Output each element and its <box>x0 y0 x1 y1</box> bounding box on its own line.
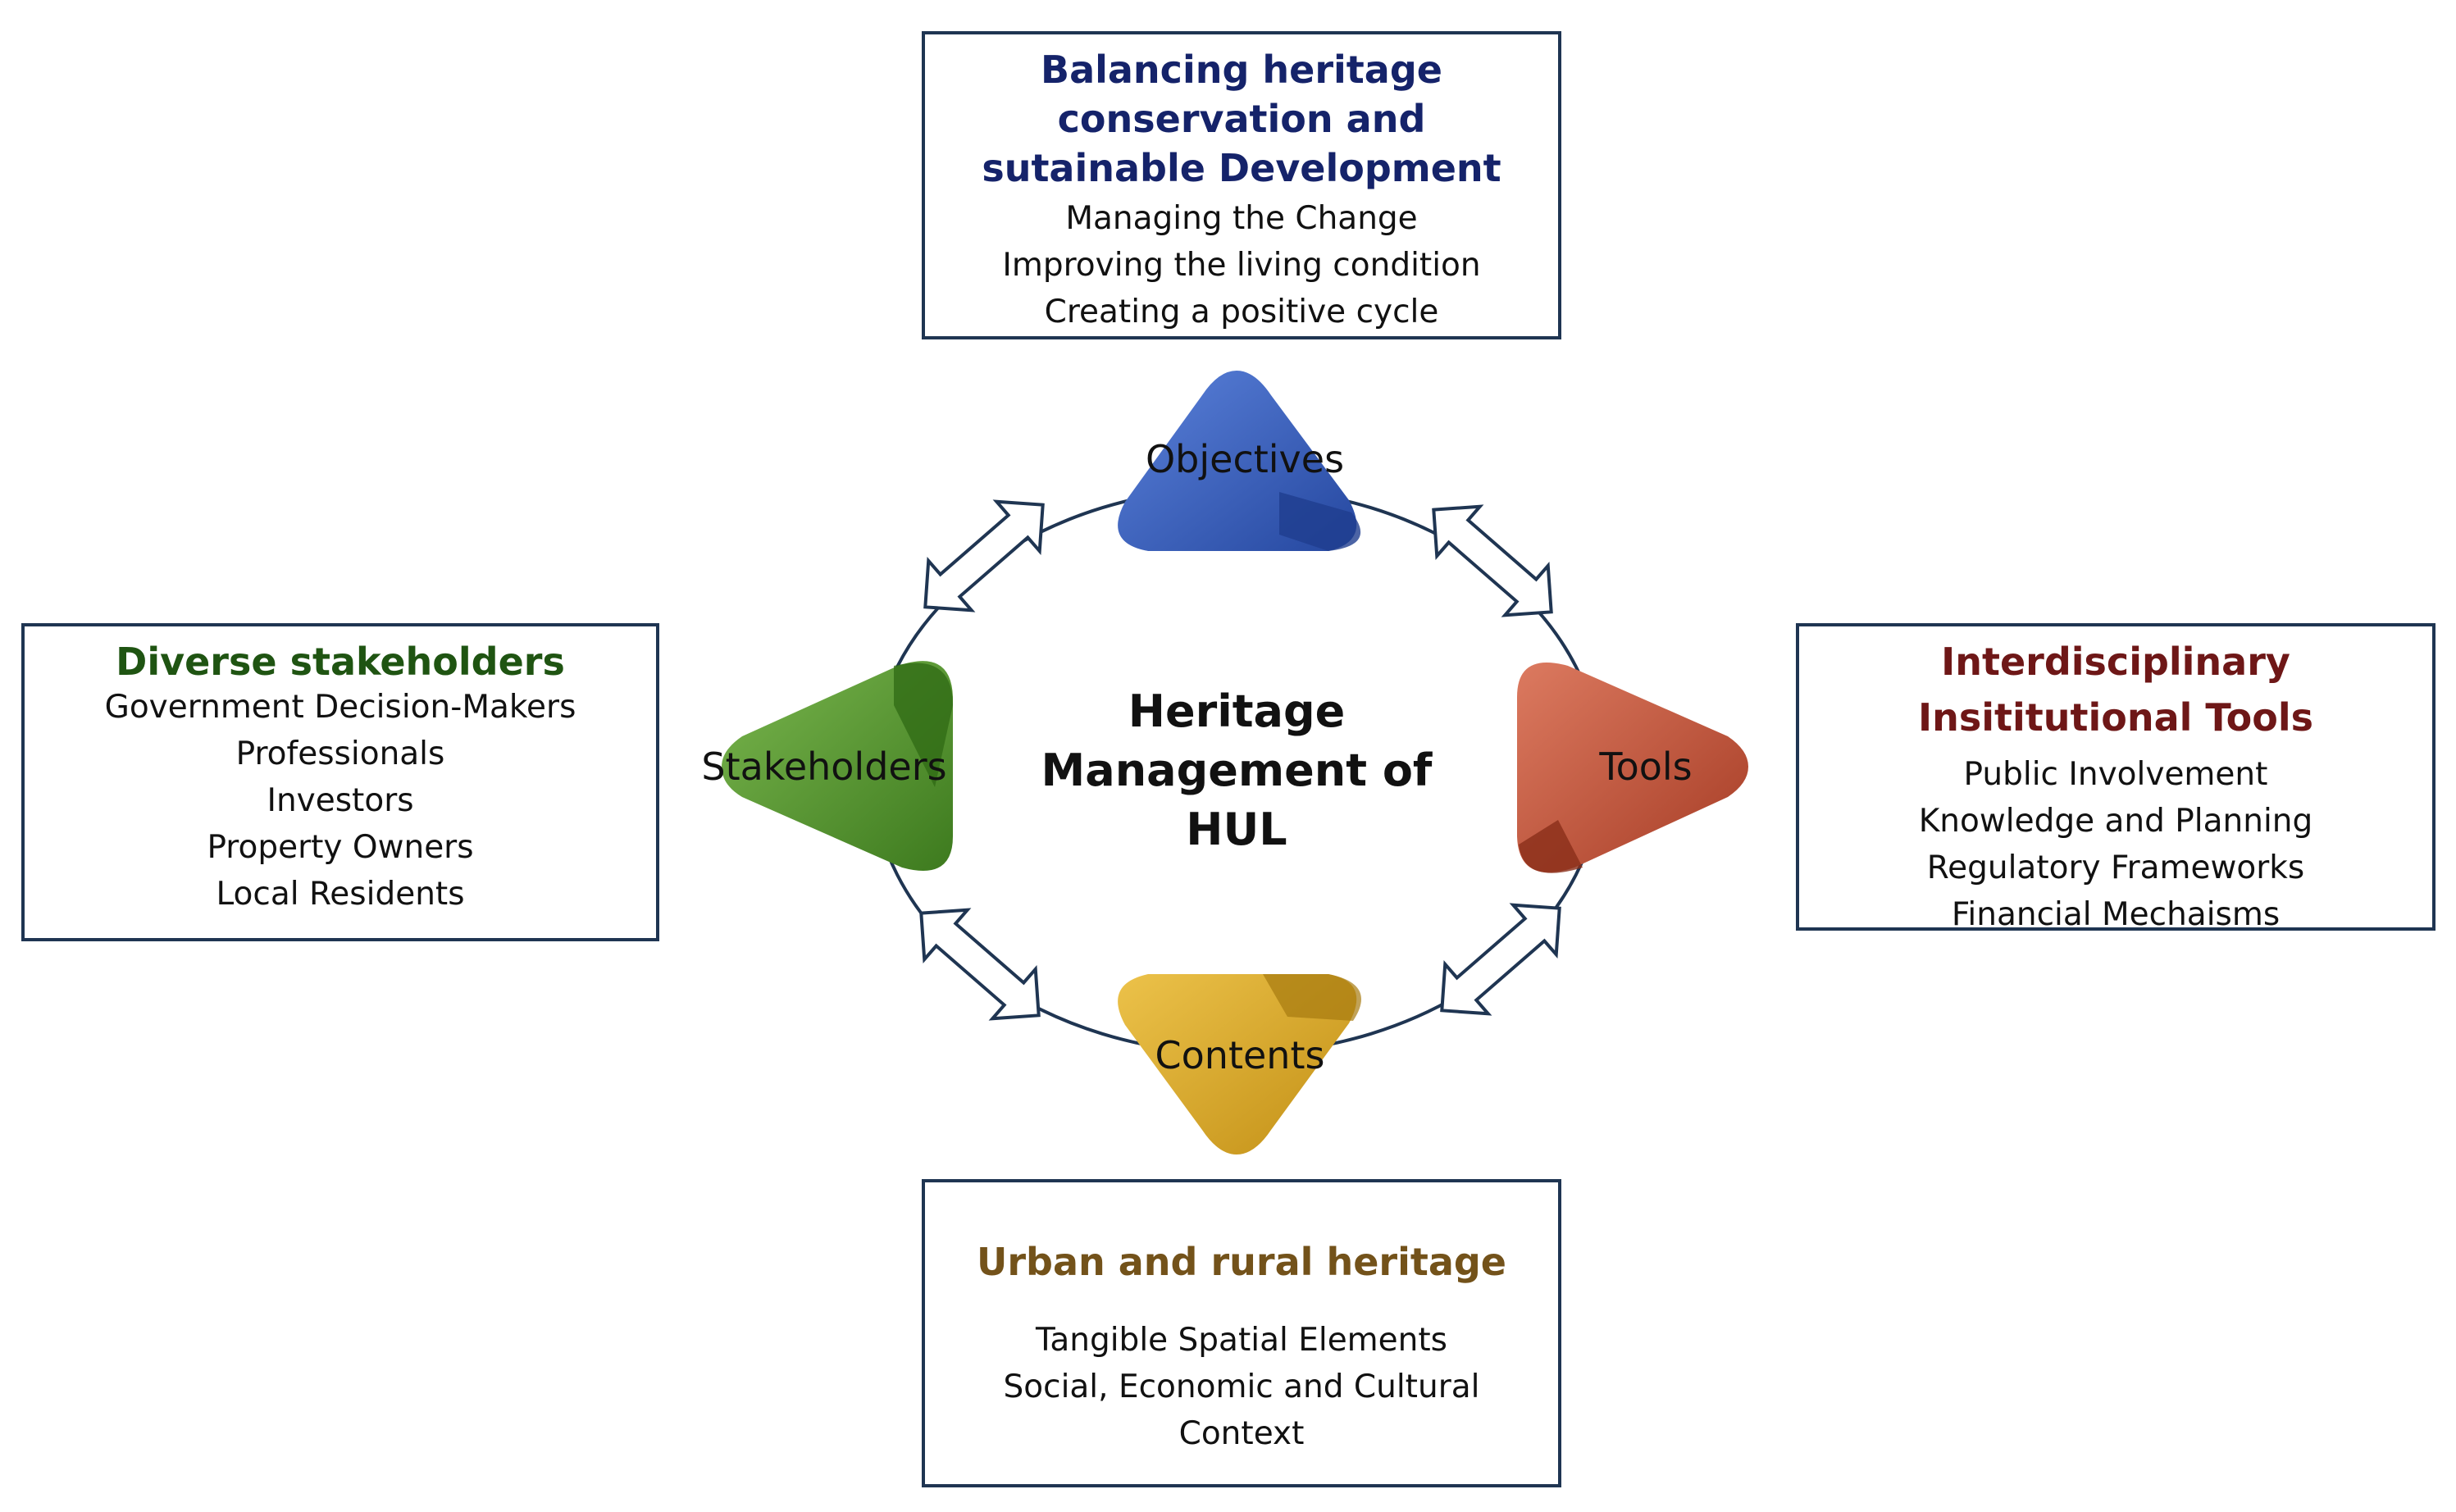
node-stakeholders-shape <box>722 661 953 872</box>
arrow-objectives-tools <box>1432 504 1553 617</box>
contents-box: Urban and rural heritage Tangible Spatia… <box>922 1179 1561 1487</box>
tools-item: Public Involvement <box>1963 756 2268 793</box>
stakeholders-item: Professionals <box>235 736 445 772</box>
stakeholders-item: Government Decision-Makers <box>104 689 576 726</box>
node-label-tools: Tools <box>1599 745 1693 789</box>
objectives-title-line: Balancing heritage <box>1041 48 1442 92</box>
node-contents-shape <box>1118 974 1361 1154</box>
arrow-stakeholders-contents <box>919 908 1041 1021</box>
center-title-line: HUL <box>1186 804 1287 855</box>
contents-item: Tangible Spatial Elements <box>1035 1322 1447 1359</box>
stakeholders-item: Investors <box>267 782 414 819</box>
node-label-objectives: Objectives <box>1145 437 1345 481</box>
tools-item: Regulatory Frameworks <box>1926 849 2305 886</box>
node-label-contents: Contents <box>1155 1033 1325 1077</box>
node-tools-shape <box>1517 662 1748 873</box>
center-title-line: Management of <box>1041 745 1433 796</box>
objectives-item: Improving the living condition <box>1002 247 1481 284</box>
stakeholders-box: Diverse stakeholders Government Decision… <box>21 623 659 941</box>
arrow-objectives-stakeholders <box>923 499 1045 613</box>
stakeholders-item: Local Residents <box>216 876 465 913</box>
node-label-stakeholders: Stakeholders <box>701 745 947 789</box>
contents-item: Social, Economic and Cultural <box>1003 1369 1480 1405</box>
center-title: Heritage Management of HUL <box>1007 682 1466 859</box>
objectives-title-line: sutainable Development <box>982 146 1501 190</box>
objectives-item: Managing the Change <box>1065 200 1418 237</box>
contents-item: Context <box>1178 1415 1305 1452</box>
tools-item: Knowledge and Planning <box>1918 803 2313 840</box>
tools-box: Interdisciplinary Insititutional Tools P… <box>1796 623 2435 933</box>
center-title-line: Heritage <box>1128 685 1346 737</box>
objectives-box: Balancing heritage conservation and suta… <box>922 31 1561 339</box>
contents-title: Urban and rural heritage <box>977 1240 1506 1284</box>
stakeholders-item: Property Owners <box>207 829 474 866</box>
tools-item: Financial Mechaisms <box>1951 896 2281 933</box>
objectives-title-line: conservation and <box>1057 97 1426 141</box>
stakeholders-title: Diverse stakeholders <box>116 640 565 684</box>
tools-title-line: Insititutional Tools <box>1917 695 2314 740</box>
tools-title-line: Interdisciplinary <box>1941 640 2290 684</box>
objectives-item: Creating a positive cycle <box>1044 294 1439 330</box>
arrow-tools-contents <box>1440 903 1561 1016</box>
node-objectives-shape <box>1118 371 1361 551</box>
